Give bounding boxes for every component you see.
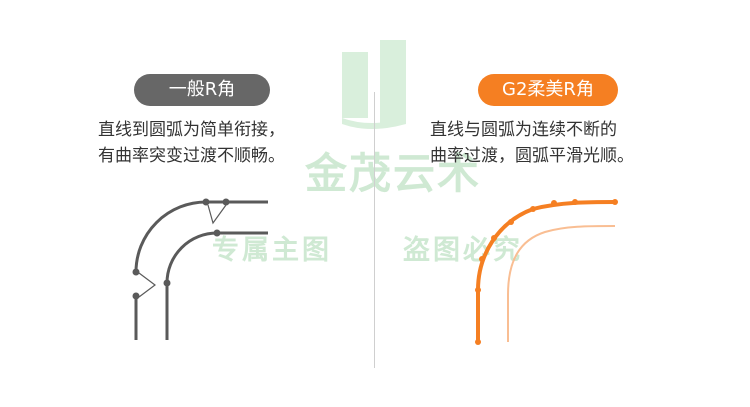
outer-g2-curve bbox=[476, 200, 616, 342]
outer-corner-curve bbox=[134, 200, 268, 273]
orange-control-point bbox=[491, 235, 497, 241]
orange-control-point bbox=[479, 256, 485, 262]
orange-control-point bbox=[612, 199, 618, 205]
right-description: 直线与圆弧为连续不断的 曲率过渡，圆弧平滑光顺。 bbox=[430, 117, 634, 169]
gray-junction-point bbox=[132, 268, 140, 276]
label-standard-r-corner: 一般R角 bbox=[134, 74, 270, 106]
left-description: 直线到圆弧为简单衔接， 有曲率突变过渡不顺畅。 bbox=[98, 117, 285, 169]
gray-junction-point bbox=[213, 229, 221, 237]
label-g2-r-corner: G2柔美R角 bbox=[478, 74, 618, 106]
right-description-line-2: 曲率过渡，圆弧平滑光顺。 bbox=[430, 146, 634, 166]
right-description-line-1: 直线与圆弧为连续不断的 bbox=[430, 120, 617, 140]
gray-junction-point bbox=[222, 198, 230, 206]
gray-junction-point bbox=[132, 292, 140, 300]
orange-control-point bbox=[475, 287, 481, 293]
center-divider bbox=[374, 92, 375, 368]
gray-junction-point bbox=[163, 279, 171, 287]
inner-light-curve bbox=[507, 225, 616, 342]
orange-control-point bbox=[530, 206, 536, 212]
watermark-right-text: 盗图必究 bbox=[403, 235, 523, 266]
orange-control-point bbox=[572, 199, 578, 205]
inner-corner-curve bbox=[165, 231, 268, 284]
watermark-logo-text: 金茂云术 bbox=[305, 149, 482, 198]
watermark-left-text: 专属主图 bbox=[212, 235, 332, 266]
orange-control-point bbox=[475, 339, 481, 345]
orange-control-point bbox=[508, 219, 514, 225]
left-description-line-2: 有曲率突变过渡不顺畅。 bbox=[98, 146, 285, 166]
gray-junction-point bbox=[202, 198, 210, 206]
pointer-lines-top bbox=[207, 204, 227, 225]
left-description-line-1: 直线到圆弧为简单衔接， bbox=[98, 120, 285, 140]
orange-control-point bbox=[551, 200, 557, 206]
pointer-lines-bottom bbox=[138, 272, 156, 298]
